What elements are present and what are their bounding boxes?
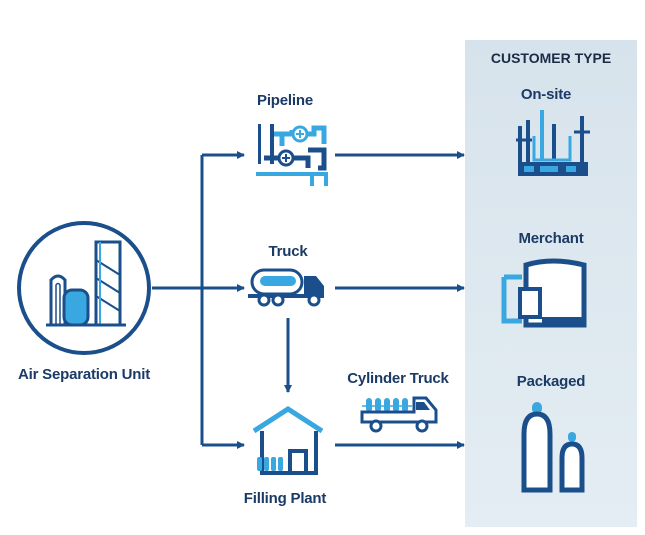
gas-cylinders-icon xyxy=(521,402,585,493)
merchant-label: Merchant xyxy=(518,230,584,247)
pipeline-icon xyxy=(256,124,328,186)
merchant-tank-icon xyxy=(501,258,587,328)
truck-label: Truck xyxy=(268,243,308,260)
filling-plant-label: Filling Plant xyxy=(243,490,327,507)
on-site-label: On-site xyxy=(520,86,572,103)
filling-plant-icon xyxy=(252,406,324,475)
air-separation-unit-label: Air Separation Unit xyxy=(17,366,151,383)
air-separation-unit-icon xyxy=(17,221,151,355)
cylinder-truck-label: Cylinder Truck xyxy=(347,370,449,387)
pipeline-label: Pipeline xyxy=(257,92,313,109)
tanker-truck-icon xyxy=(248,268,324,307)
cylinder-truck-icon xyxy=(360,396,438,433)
customer-type-header: CUSTOMER TYPE xyxy=(490,50,612,66)
on-site-plant-icon xyxy=(516,110,590,176)
packaged-label: Packaged xyxy=(516,373,586,390)
